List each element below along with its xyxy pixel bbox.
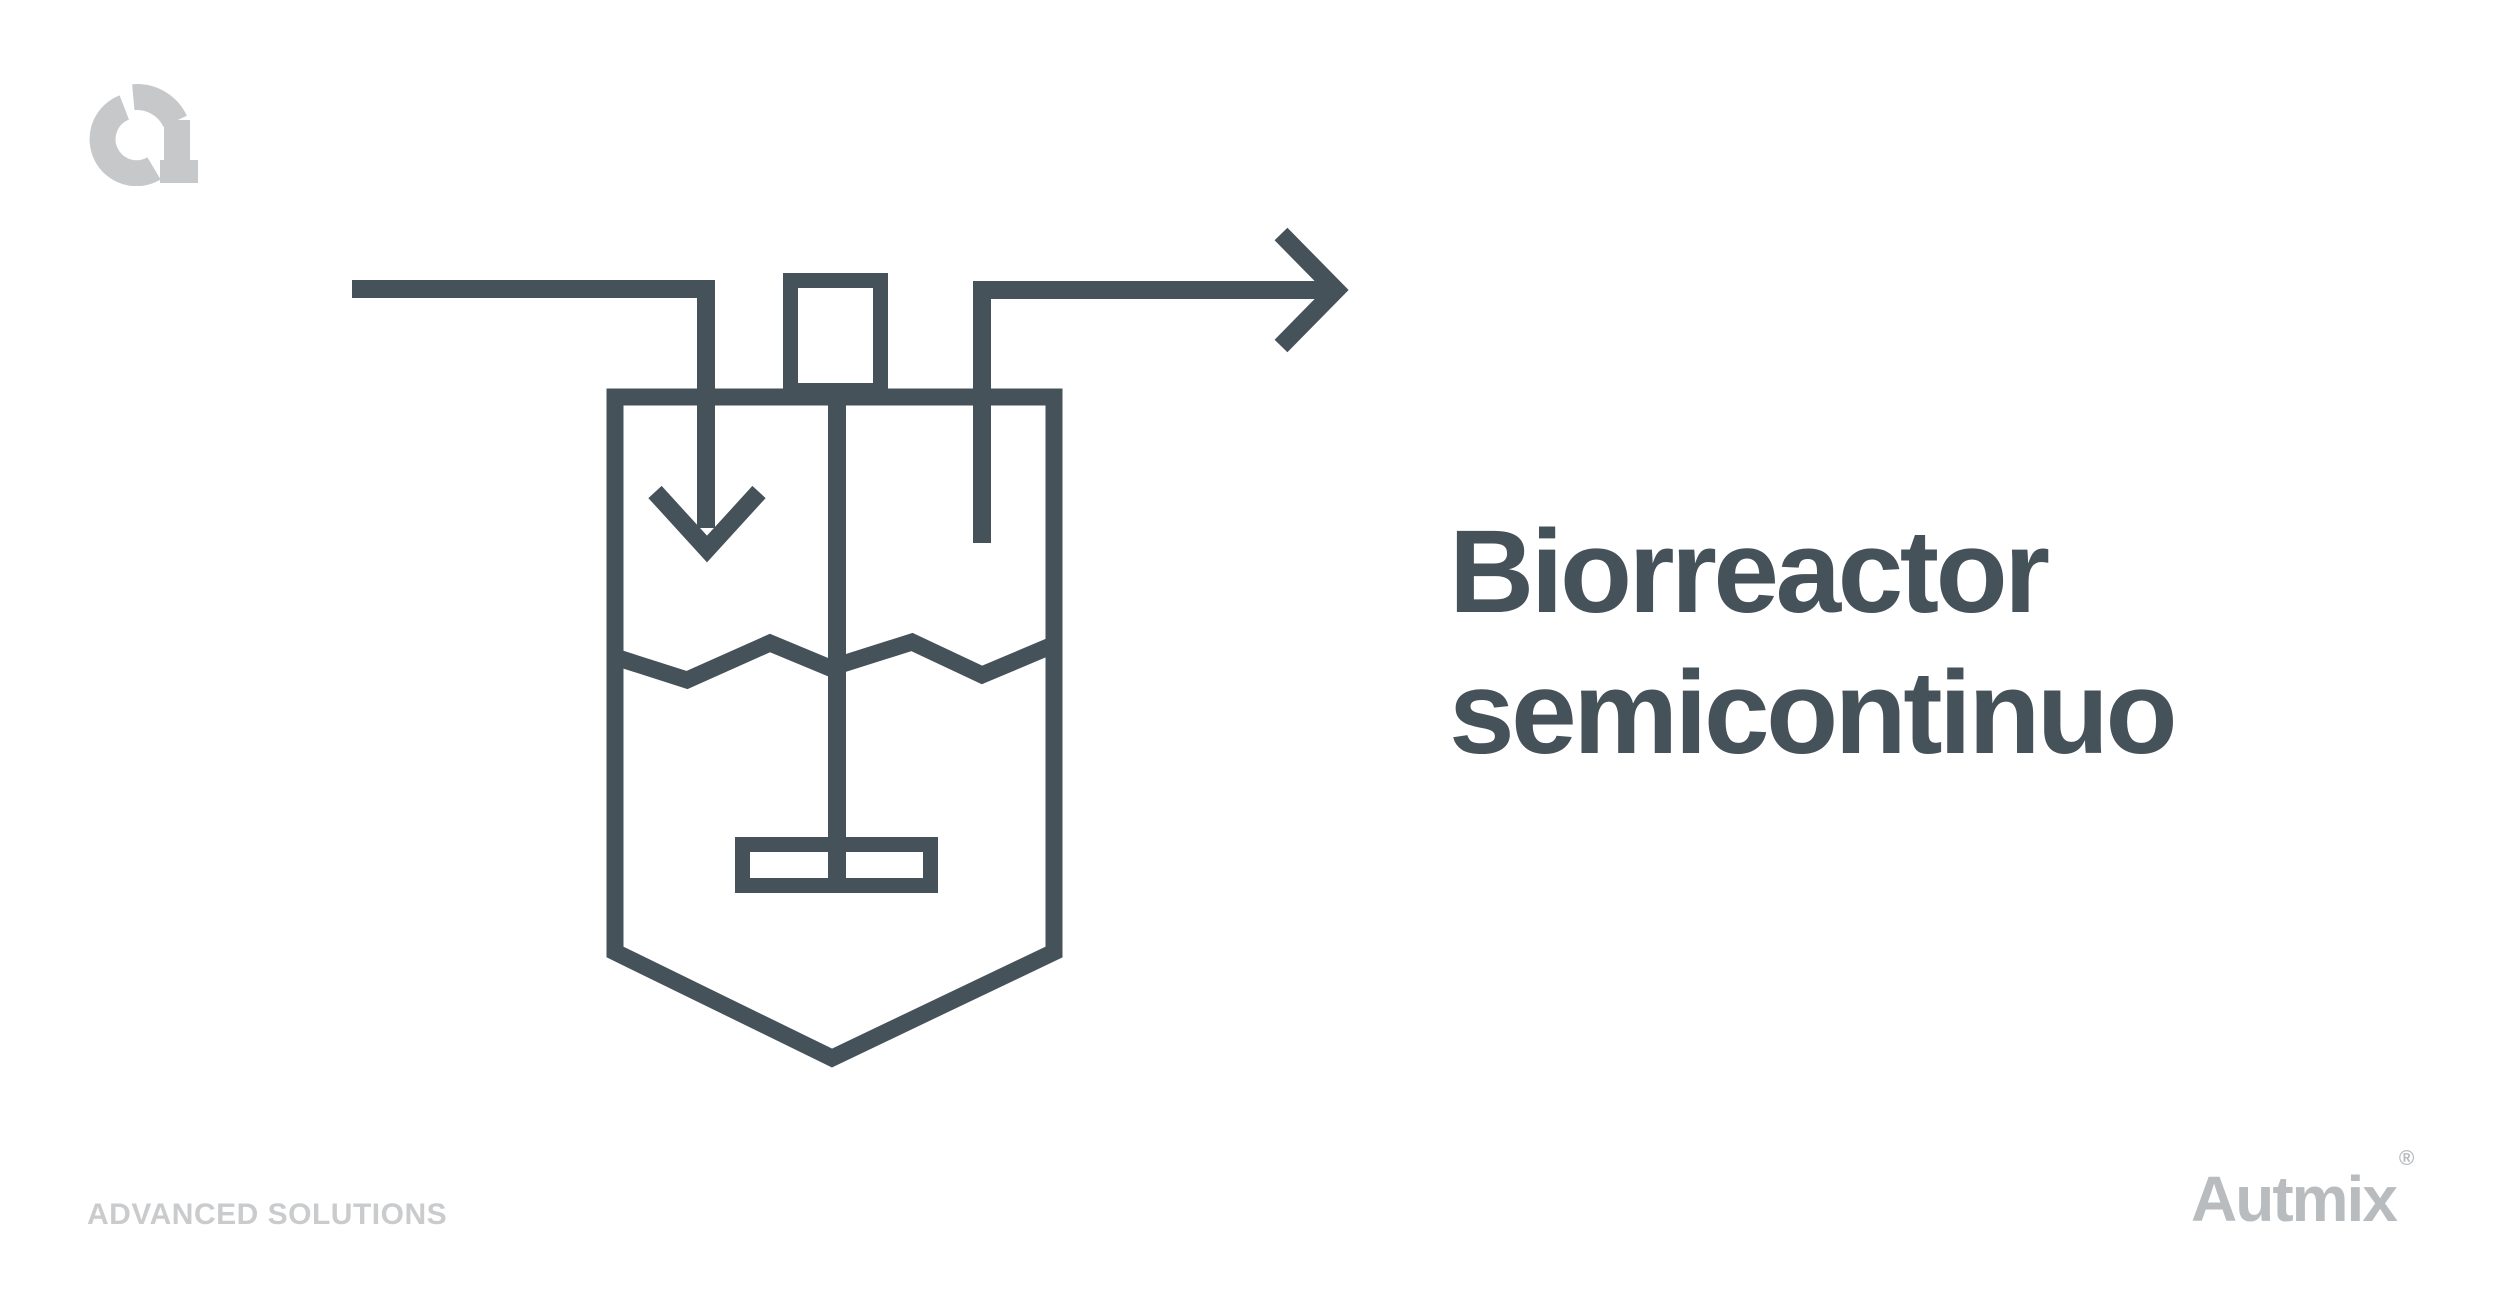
title-line-2: semicontinuo: [1449, 647, 2178, 779]
title-line-1: Biorreactor: [1449, 506, 2050, 638]
registered-trademark-icon: ®: [2398, 1146, 2415, 1170]
outlet-pipe: [973, 281, 1330, 543]
footer-tagline: ADVANCED SOLUTIONS: [87, 1198, 448, 1231]
logo-cap: [132, 84, 187, 128]
logo-stem: [164, 120, 190, 164]
autmix-logo-mark-icon: [89, 84, 198, 186]
liquid-level-line: [612, 632, 1057, 690]
tank-outline: [606, 388, 1063, 1068]
impeller-paddle: [735, 837, 938, 893]
inlet-down-arrow-icon: [648, 485, 766, 563]
logo-foot: [160, 160, 198, 183]
inlet-pipe: [352, 280, 715, 528]
logo-bowl: [89, 95, 161, 186]
outlet-right-arrow-icon: [1274, 227, 1349, 353]
brand-wordmark: Autmix®: [2191, 1148, 2414, 1231]
page-title: Biorreactor semicontinuo: [1449, 502, 2178, 784]
motor-mount: [783, 273, 888, 398]
brand-name: Autmix: [2191, 1163, 2398, 1235]
